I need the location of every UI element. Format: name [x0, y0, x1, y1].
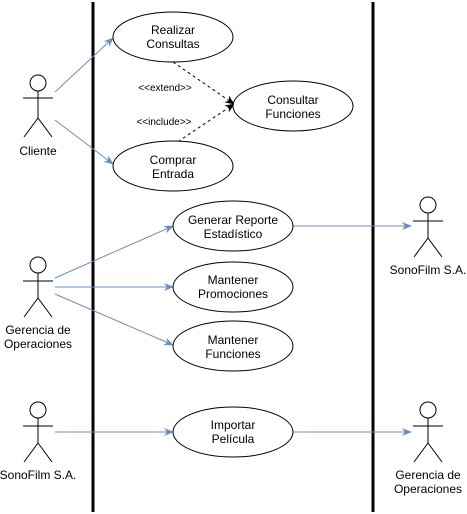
- actor-label: Operaciones: [394, 482, 462, 496]
- use-case-consultar-funciones[interactable]: [232, 80, 354, 132]
- use-case-label: Realizar: [151, 23, 195, 37]
- edge-cliente-comprar-entrada: [54, 119, 114, 165]
- use-case-label: Consultar: [267, 93, 318, 107]
- use-case-label: Estadístico: [204, 227, 263, 241]
- edge-extend: [172, 61, 235, 105]
- use-case-label: Comprar: [150, 153, 197, 167]
- use-case-label: Mantener: [208, 333, 259, 347]
- use-case-label: Importar: [211, 418, 256, 432]
- use-case-label: Entrada: [152, 167, 194, 181]
- use-case-generar-reporte[interactable]: [172, 200, 294, 252]
- actor-label: Gerencia de: [395, 468, 461, 482]
- use-case-realizar-consultas[interactable]: [112, 11, 234, 63]
- use-case-label: Mantener: [208, 273, 259, 287]
- use-case-comprar-entrada[interactable]: [112, 140, 234, 192]
- use-case-label: Promociones: [198, 287, 268, 301]
- actor-gerencia-right-figure[interactable]: [413, 401, 443, 463]
- use-case-label: Funciones: [265, 107, 320, 121]
- use-case-label: Consultas: [146, 37, 199, 51]
- include-label: <<include>>: [136, 117, 191, 128]
- actor-sonofilm-left-figure[interactable]: [23, 401, 53, 463]
- actor-label: Operaciones: [4, 337, 72, 351]
- use-case-mantener-funciones[interactable]: [172, 320, 294, 372]
- actor-label: Cliente: [19, 144, 57, 158]
- use-case-label: Funciones: [205, 347, 260, 361]
- edge-gerencia-generar-reporte: [54, 225, 174, 279]
- edge-gerencia-mantener-funciones: [54, 293, 174, 346]
- actor-label: SonoFilm S.A.: [0, 468, 76, 482]
- use-case-importar-pelicula[interactable]: [172, 406, 294, 458]
- use-case-label: Película: [212, 432, 255, 446]
- edge-cliente-realizar-consultas: [54, 37, 114, 93]
- extend-label: <<extend>>: [138, 83, 192, 94]
- actor-gerencia-left-figure[interactable]: [23, 256, 53, 318]
- use-case-mantener-promociones[interactable]: [172, 261, 294, 313]
- actor-sonofilm-right-figure[interactable]: [413, 196, 443, 258]
- use-case-label: Generar Reporte: [188, 213, 278, 227]
- actor-cliente-figure[interactable]: [23, 74, 53, 138]
- edge-include: [172, 103, 235, 146]
- actor-label: Gerencia de: [5, 323, 71, 337]
- actor-label: SonoFilm S.A.: [390, 263, 467, 277]
